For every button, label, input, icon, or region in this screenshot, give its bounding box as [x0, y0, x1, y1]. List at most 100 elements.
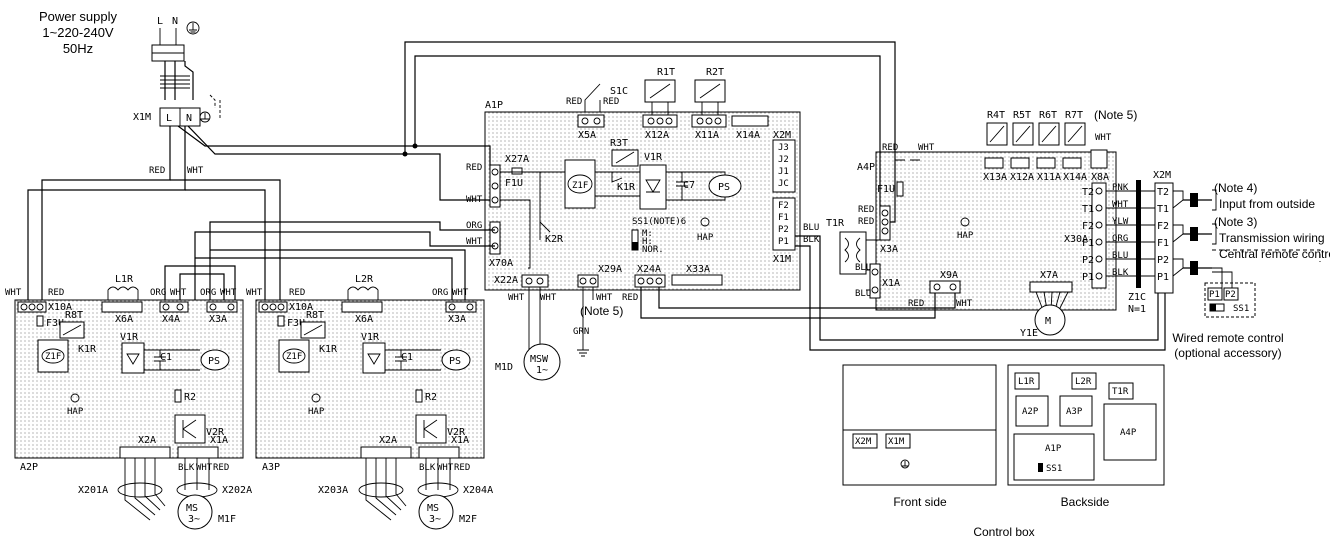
svg-text:Z1F: Z1F — [572, 181, 588, 191]
l1r-coil — [107, 286, 139, 300]
power-supply-title: Power supply — [39, 9, 118, 24]
input-from-outside: Input from outside — [1219, 197, 1315, 211]
wht-a1p-to-x4a — [194, 231, 495, 300]
svg-text:R7T: R7T — [1065, 110, 1083, 121]
svg-text:WHT: WHT — [508, 293, 525, 303]
power-l-label: L — [157, 16, 163, 27]
m1f-motor-icon — [177, 494, 213, 530]
svg-text:RED: RED — [566, 97, 582, 107]
svg-text:P2: P2 — [1225, 290, 1236, 300]
svg-text:WHT: WHT — [220, 288, 237, 298]
a2p-label: A2P — [20, 462, 38, 473]
a4p-x30a-connector — [1091, 182, 1107, 289]
svg-text:T2: T2 — [1082, 187, 1094, 198]
svg-text:RED: RED — [858, 205, 874, 215]
svg-text:1~: 1~ — [536, 365, 548, 376]
a3p-f3u-fuse — [277, 315, 285, 327]
cb-a1p — [1013, 433, 1095, 481]
m2f-label: M2F — [459, 514, 477, 525]
svg-text:RED: RED — [213, 463, 229, 473]
connector-note4 — [1190, 193, 1198, 207]
note3-label: (Note 3) — [1214, 215, 1257, 229]
a1p-z1f-block — [564, 159, 596, 209]
x33a-label: X33A — [686, 264, 710, 275]
svg-text:BLK: BLK — [803, 235, 820, 245]
svg-text:K1R: K1R — [78, 344, 97, 355]
r1t-label: R1T — [657, 67, 675, 78]
wired-remote-control-label: Wired remote control — [1172, 331, 1283, 345]
svg-text:F3U: F3U — [287, 318, 305, 329]
svg-text:A2P: A2P — [1022, 407, 1039, 417]
svg-text:HAP: HAP — [308, 407, 325, 417]
svg-text:M:: M: — [642, 229, 653, 239]
svg-text:X10A: X10A — [289, 302, 313, 313]
earth-dashed-link — [209, 94, 221, 118]
svg-text:R2: R2 — [184, 392, 196, 403]
svg-text:J3: J3 — [778, 143, 789, 153]
s1c-switch — [584, 83, 601, 112]
svg-text:K1R: K1R — [319, 344, 338, 355]
svg-text:BLK: BLK — [1112, 268, 1129, 278]
svg-text:P2: P2 — [1082, 255, 1094, 266]
z1c-label: Z1C — [1128, 292, 1146, 303]
backside-panel — [1007, 364, 1165, 486]
a3p-x2a-connector — [360, 446, 412, 459]
svg-text:F1: F1 — [1157, 238, 1169, 249]
svg-text:3~: 3~ — [188, 514, 200, 525]
m1d-motor-icon — [523, 343, 561, 381]
svg-text:A3P: A3P — [1066, 407, 1083, 417]
svg-text:P1: P1 — [778, 237, 789, 247]
y1e-motor-icon — [1034, 304, 1066, 336]
svg-text:YLW: YLW — [1112, 217, 1129, 227]
svg-text:X4A: X4A — [162, 314, 180, 325]
a4p-board: A4P RED WHT R4T R5T R6T R7T (Note 5) WHT… — [826, 108, 1137, 339]
a2p-x6a-connector — [101, 301, 143, 313]
power-leads — [159, 28, 177, 45]
svg-text:X7A: X7A — [1040, 270, 1058, 281]
svg-text:X8A: X8A — [1091, 172, 1109, 183]
svg-text:RED: RED — [466, 163, 482, 173]
svg-text:PS: PS — [718, 182, 730, 193]
svg-text:HAP: HAP — [67, 407, 84, 417]
front-side-label: Front side — [893, 495, 947, 509]
svg-text:HAP: HAP — [957, 231, 974, 241]
svg-text:X12A: X12A — [1010, 172, 1034, 183]
a4p-x14a-connector — [1062, 157, 1082, 169]
a1p-note5: (Note 5) — [580, 304, 623, 318]
a3p-v1r-bridge — [362, 342, 386, 374]
a1p-v1r-label: V1R — [644, 152, 663, 163]
svg-text:ORG: ORG — [466, 221, 482, 231]
cb-earth-icon — [900, 459, 910, 469]
a4p-x12a-connector — [1010, 157, 1030, 169]
svg-text:WHT: WHT — [596, 293, 613, 303]
a4p-hap-led-icon — [960, 217, 970, 227]
t1r-label: T1R — [826, 218, 845, 229]
svg-text:X13A: X13A — [983, 172, 1007, 183]
r3t-label: R3T — [610, 138, 628, 149]
svg-text:H:: H: — [642, 237, 653, 247]
svg-text:P1: P1 — [1082, 272, 1094, 283]
svg-text:ORG: ORG — [1112, 234, 1128, 244]
svg-text:WHT: WHT — [5, 288, 22, 298]
a2p-z1f-block — [37, 339, 69, 373]
cb-l1r — [1014, 372, 1040, 390]
a4p-x11a-connector — [1036, 157, 1056, 169]
cb-a4p — [1103, 403, 1157, 461]
svg-text:WHT: WHT — [466, 195, 483, 205]
a2p-board: A2P WHT RED X10A L1R X6A ORG WHT X4A ORG… — [5, 274, 252, 530]
z1c-turns: N=1 — [1128, 304, 1146, 315]
svg-text:F2: F2 — [1157, 221, 1169, 232]
l2r-coil — [347, 286, 379, 300]
a1p-hap-led-icon — [700, 217, 710, 227]
x70a-connector — [489, 221, 501, 255]
svg-text:BLU: BLU — [855, 263, 871, 273]
svg-text:T1: T1 — [1082, 204, 1094, 215]
svg-text:BLU: BLU — [1112, 251, 1128, 261]
svg-text:PS: PS — [208, 356, 220, 367]
svg-text:P2: P2 — [1157, 255, 1169, 266]
connector-remote — [1190, 261, 1198, 275]
svg-text:WHT: WHT — [1095, 133, 1112, 143]
p2-to-x2m — [795, 235, 1159, 341]
k2r-label: K2R — [545, 234, 564, 245]
svg-text:BLU: BLU — [855, 289, 871, 299]
